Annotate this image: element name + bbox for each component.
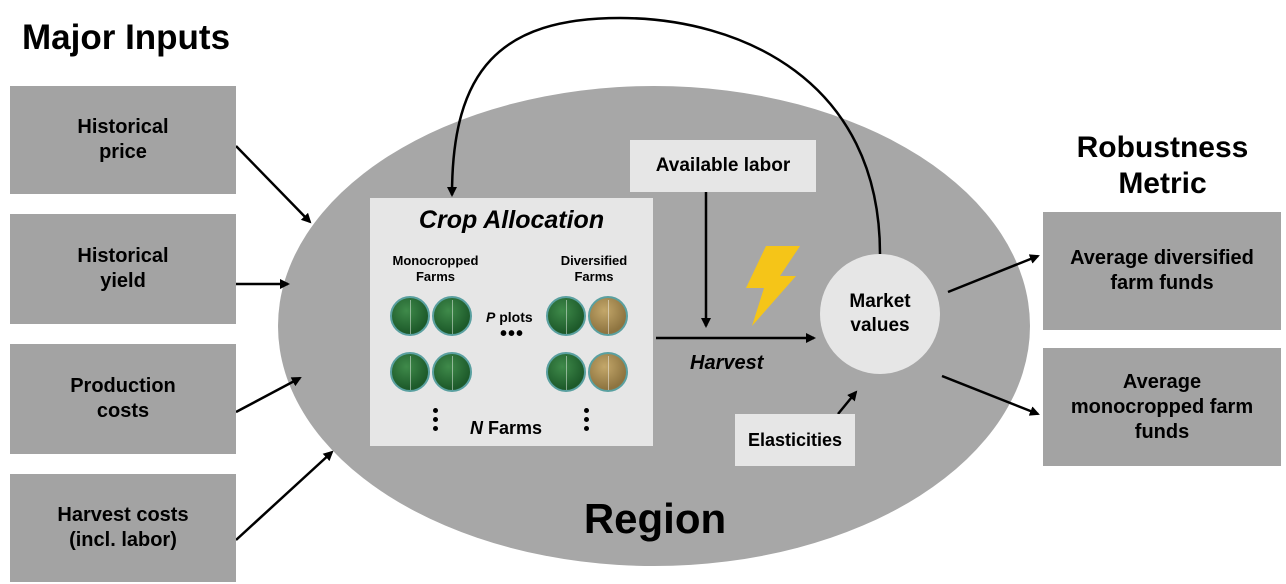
diversified-farms-label: Diversified Farms: [560, 253, 628, 284]
plots-label: P plots: [486, 309, 533, 325]
metric-monocropped-funds: Average monocropped farm funds: [1043, 348, 1281, 466]
market-values-node: Market values: [820, 254, 940, 374]
farms-text: Farms: [483, 418, 543, 438]
lightning-bolt-icon: [746, 246, 800, 326]
mono-plot-icon: [390, 352, 430, 392]
farms-label: N Farms: [470, 418, 542, 439]
harvest-label: Harvest: [690, 352, 764, 374]
input-label: Harvest costs (incl. labor): [57, 504, 189, 551]
vertical-ellipsis-icon: [584, 408, 590, 435]
mono-plot-icon: [432, 296, 472, 336]
diversified-plot-icon: [588, 352, 628, 392]
farms-variable: N: [470, 418, 483, 438]
arrow-production-to-region: [235, 376, 302, 414]
major-inputs-title: Major Inputs: [22, 18, 231, 57]
arrow-to-monocropped-metric: [941, 374, 1040, 416]
plots-variable: P: [486, 309, 496, 325]
arrow-elasticities: [837, 390, 858, 415]
crop-allocation-panel: Crop Allocation Monocropped Farms Divers…: [370, 198, 653, 446]
available-labor-box: Available labor: [630, 140, 816, 192]
monocropped-farms-label: Monocropped Farms: [392, 253, 479, 284]
arrow-feedback-loop: [447, 16, 882, 255]
vertical-ellipsis-icon: [433, 408, 439, 435]
robustness-metric-title: Robustness Metric: [1076, 131, 1249, 200]
input-historical-price: Historical price: [10, 86, 236, 194]
arrow-to-diversified-metric: [947, 254, 1040, 294]
metric-diversified-funds: Average diversified farm funds: [1043, 212, 1281, 330]
input-label: Production costs: [70, 375, 176, 422]
input-label: Historical yield: [77, 245, 169, 292]
mono-plot-icon: [432, 352, 472, 392]
metric-label: Average diversified farm funds: [1070, 247, 1254, 294]
diversified-plot-icon: [546, 296, 586, 336]
plots-text: plots: [495, 309, 533, 325]
input-harvest-costs: Harvest costs (incl. labor): [10, 474, 236, 582]
arrow-harvest-costs-to-region: [235, 450, 334, 541]
mono-plot-icon: [390, 296, 430, 336]
diversified-plot-icon: [588, 296, 628, 336]
metric-label: Average monocropped farm funds: [1070, 370, 1254, 443]
input-production-costs: Production costs: [10, 344, 236, 454]
market-values-label: Market values: [849, 291, 911, 336]
crop-allocation-title: Crop Allocation: [418, 206, 605, 234]
region-label: Region: [583, 495, 727, 542]
arrow-price-to-region: [235, 145, 312, 224]
horizontal-ellipsis-icon: •••: [500, 323, 525, 345]
diversified-plot-icon: [546, 352, 586, 392]
elasticities-box: Elasticities: [735, 414, 855, 466]
input-label: Historical price: [77, 116, 169, 163]
input-historical-yield: Historical yield: [10, 214, 236, 324]
